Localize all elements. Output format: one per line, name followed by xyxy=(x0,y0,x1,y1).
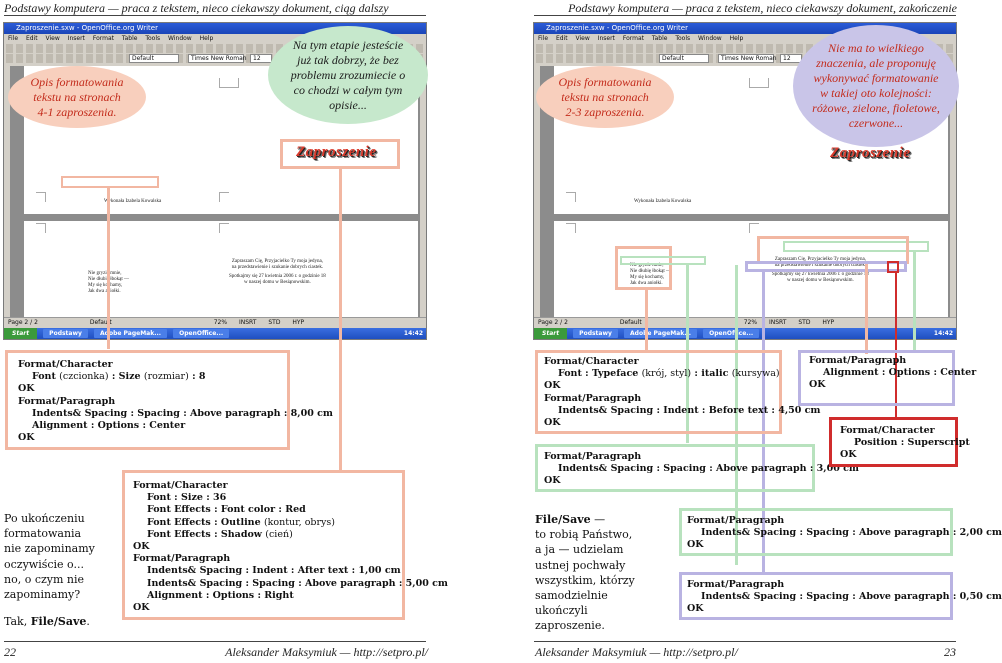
size-select[interactable]: 12 xyxy=(250,54,272,63)
menu-help[interactable]: Help xyxy=(199,35,214,42)
standard-toolbar[interactable] xyxy=(6,44,424,53)
left-zaproszenie-title: Zaproszenie xyxy=(296,144,377,160)
status-bar: Page 2 / 2 Default 72% INSRT STD HYP xyxy=(534,317,956,328)
taskbar: Start Podstawy Adobe PageMak... OpenOffi… xyxy=(4,328,426,339)
left-running-header: Podstawy komputera — praca z tekstem, ni… xyxy=(4,1,389,15)
right-page-number: 23 xyxy=(944,645,956,659)
font-select[interactable]: Times New Roman xyxy=(718,54,777,63)
menu-window[interactable]: Window xyxy=(698,35,722,42)
menu-insert[interactable]: Insert xyxy=(67,35,85,42)
menu-edit[interactable]: Edit xyxy=(555,35,568,42)
right-connector-red xyxy=(895,273,897,417)
left-footer-link[interactable]: http://setpro.pl/ xyxy=(353,645,428,659)
right-invite-spacing-highlight xyxy=(783,241,929,252)
right-connector-pink-2 xyxy=(865,264,868,354)
menu-insert[interactable]: Insert xyxy=(597,35,615,42)
menu-tools[interactable]: Tools xyxy=(145,35,161,42)
taskbar-item-podstawy[interactable]: Podstawy xyxy=(573,329,618,338)
right-connector-pink-1 xyxy=(645,290,648,350)
start-button[interactable]: Start xyxy=(4,328,38,339)
right-zaproszenie-title: Zaproszenie xyxy=(830,145,911,161)
menu-help[interactable]: Help xyxy=(729,35,744,42)
start-button[interactable]: Start xyxy=(534,328,568,339)
style-select[interactable]: Default xyxy=(129,54,179,63)
left-bubble-green: Na tym etapie jesteście już tak dobrzy, … xyxy=(268,26,428,124)
menu-tools[interactable]: Tools xyxy=(675,35,691,42)
menu-format[interactable]: Format xyxy=(622,35,644,42)
left-zaproszenie-highlight xyxy=(280,139,400,169)
menu-window[interactable]: Window xyxy=(168,35,192,42)
left-instruction-box-2: Format/Character Font : Size : 36 Font E… xyxy=(122,470,448,620)
right-superscript-highlight xyxy=(887,261,899,273)
menu-table[interactable]: Table xyxy=(121,35,138,42)
style-select[interactable]: Default xyxy=(659,54,709,63)
menu-bar: File Edit View Insert Format Table Tools… xyxy=(534,34,956,43)
status-bar: Page 2 / 2 Default 72% INSRT STD HYP xyxy=(4,317,426,328)
menu-edit[interactable]: Edit xyxy=(25,35,38,42)
taskbar-item-pagemaker[interactable]: Adobe PageMak... xyxy=(94,329,168,338)
right-running-header: Podstawy komputera — praca z tekstem, ni… xyxy=(568,1,957,15)
left-connector-2 xyxy=(339,169,342,471)
menu-file[interactable]: File xyxy=(538,35,549,42)
left-bubble-pink: Opis formatowania tekstu na stronach 4-1… xyxy=(8,66,146,128)
window-titlebar: Zaproszenie.sxw - OpenOffice.org Writer xyxy=(4,23,426,34)
left-signature-highlight xyxy=(61,176,159,188)
right-instruction-pink: Format/Character Font : Typeface (krój, … xyxy=(535,350,820,434)
menu-file[interactable]: File xyxy=(8,35,19,42)
left-footer-rule xyxy=(4,641,426,642)
taskbar-item-openoffice[interactable]: OpenOffice... xyxy=(173,329,230,338)
doc-signature: Wykonała Izabela Kowalska xyxy=(104,199,162,204)
right-instruction-red: Format/Character Position : Superscript … xyxy=(829,417,970,467)
right-instruction-lav-1: Format/Paragraph Alignment : Options : C… xyxy=(798,350,976,406)
taskbar-clock: 14:42 xyxy=(933,330,953,337)
doc-page-2: Nie gryzie mnie, Nie dłubię łbokąt — My … xyxy=(554,221,948,331)
menu-view[interactable]: View xyxy=(575,35,590,42)
taskbar-item-openoffice[interactable]: OpenOffice... xyxy=(703,329,760,338)
right-poem-spacing-highlight xyxy=(620,256,706,265)
taskbar-clock: 14:42 xyxy=(403,330,423,337)
right-footer-rule xyxy=(534,641,956,642)
left-instruction-box-1: Format/Character Font (czcionka) : Size … xyxy=(5,350,333,450)
right-connector-green-1 xyxy=(686,265,689,443)
standard-toolbar[interactable] xyxy=(536,44,954,53)
window-titlebar: Zaproszenie.sxw - OpenOffice.org Writer xyxy=(534,23,956,34)
right-instruction-green-1: Format/Paragraph Indents& Spacing : Spac… xyxy=(535,444,859,492)
taskbar-item-pagemaker[interactable]: Adobe PageMak... xyxy=(624,329,698,338)
right-connector-green-2 xyxy=(735,265,738,565)
left-page-number: 22 xyxy=(4,645,16,659)
right-footer-credit: Aleksander Maksymiuk — http://setpro.pl/ xyxy=(535,645,738,659)
right-side-note: File/Save — to robią Państwo, a ja — udz… xyxy=(535,513,635,633)
doc-page-2: Nie gryzie mnie, Nie dłubię łbokąt — My … xyxy=(24,221,418,331)
doc-invitation: Zapraszam Cię, Przyjacielko Ty moja jedy… xyxy=(229,259,326,285)
right-connector-lav-1 xyxy=(762,272,765,575)
right-bubble-lavender: Nie ma to wielkiego znaczenia, ale propo… xyxy=(793,25,959,147)
right-invite-date-highlight xyxy=(745,261,907,272)
right-instruction-lav-2: Format/Paragraph Indents& Spacing : Spac… xyxy=(679,572,1002,620)
doc-poem: Nie gryzie mnie, Nie dłubię łbokąt — My … xyxy=(630,263,671,286)
doc-invitation: Zapraszam Cię, Przyjacielko Ty moja jedy… xyxy=(772,257,869,283)
left-header-rule xyxy=(4,15,426,16)
left-connector-1 xyxy=(107,188,110,349)
menu-format[interactable]: Format xyxy=(92,35,114,42)
menu-bar: File Edit View Insert Format Table Tools… xyxy=(4,34,426,43)
right-instruction-green-2: Format/Paragraph Indents& Spacing : Spac… xyxy=(679,508,1002,556)
left-footer-credit: Aleksander Maksymiuk — http://setpro.pl/ xyxy=(225,645,428,659)
menu-table[interactable]: Table xyxy=(651,35,668,42)
left-side-note: Po ukończeniu formatowania nie zapominam… xyxy=(4,512,95,629)
right-bubble-pink: Opis formatowania tekstu na stronach 2-3… xyxy=(536,66,674,128)
right-poem-highlight xyxy=(615,246,672,290)
doc-signature: Wykonała Izabela Kowalska xyxy=(634,199,692,204)
font-select[interactable]: Times New Roman xyxy=(188,54,247,63)
menu-view[interactable]: View xyxy=(45,35,60,42)
right-connector-green-3 xyxy=(913,252,916,350)
right-footer-link[interactable]: http://setpro.pl/ xyxy=(663,645,738,659)
right-header-rule xyxy=(534,15,956,16)
taskbar: Start Podstawy Adobe PageMak... OpenOffi… xyxy=(534,328,956,339)
right-invite-italic-highlight xyxy=(757,236,909,264)
taskbar-item-podstawy[interactable]: Podstawy xyxy=(43,329,88,338)
